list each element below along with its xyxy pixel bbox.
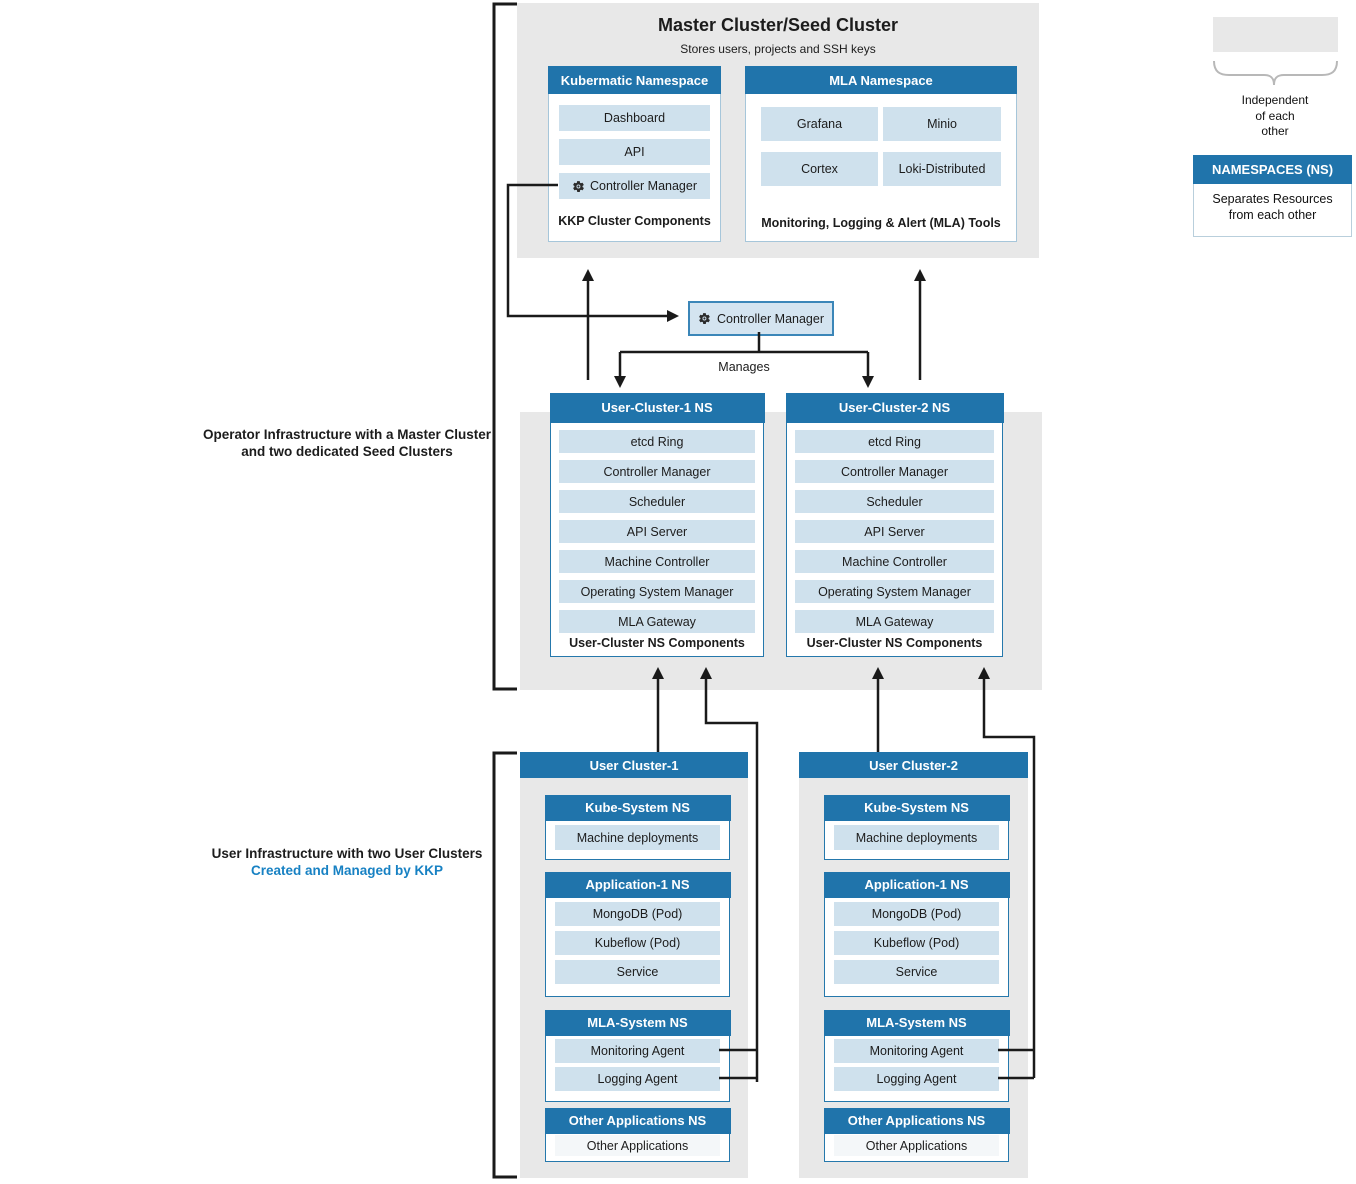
- user-bracket: [492, 751, 517, 1179]
- controller-manager-label: Controller Manager: [717, 311, 824, 326]
- ns-row: Machine Controller: [559, 550, 755, 573]
- component-row: Controller Manager: [559, 173, 710, 199]
- underbrace-icon: [1213, 60, 1338, 86]
- component-row: API: [559, 139, 710, 165]
- mla-system-ns-box: MLA-System NS Monitoring Agent Logging A…: [544, 1009, 731, 1102]
- namespace-row: Service: [834, 960, 999, 984]
- application-1-ns-header: Application-1 NS: [823, 871, 1010, 898]
- namespaces-legend-box: NAMESPACES (NS) Separates Resources from…: [1193, 155, 1352, 237]
- gear-icon: [572, 180, 585, 193]
- operator-bracket: [492, 2, 517, 691]
- ns-row: MLA Gateway: [795, 610, 994, 633]
- other-applications-ns-box: Other Applications NS Other Applications: [823, 1107, 1010, 1162]
- logging-agent-row: Logging Agent: [834, 1067, 999, 1091]
- mla-system-ns-box: MLA-System NS Monitoring Agent Logging A…: [823, 1009, 1010, 1102]
- kkp-components-label: KKP Cluster Components: [558, 214, 711, 228]
- user-caption: User Infrastructure with two User Cluste…: [187, 845, 507, 879]
- application-1-ns-box: Application-1 NS MongoDB (Pod) Kubeflow …: [544, 871, 731, 997]
- other-applications-ns-box: Other Applications NS Other Applications: [544, 1107, 731, 1162]
- namespace-row: Machine deployments: [834, 825, 999, 850]
- namespace-row: Kubeflow (Pod): [834, 931, 999, 955]
- mla-tile: Cortex: [761, 152, 878, 186]
- application-1-ns-box: Application-1 NS MongoDB (Pod) Kubeflow …: [823, 871, 1010, 997]
- ns-row: etcd Ring: [559, 430, 755, 453]
- ns-row: etcd Ring: [795, 430, 994, 453]
- ns-row: Scheduler: [559, 490, 755, 513]
- ns-row: API Server: [795, 520, 994, 543]
- namespace-row: MongoDB (Pod): [834, 902, 999, 926]
- component-row-label: Controller Manager: [590, 179, 697, 193]
- operator-caption: Operator Infrastructure with a Master Cl…: [202, 427, 492, 459]
- mla-system-ns-header: MLA-System NS: [544, 1009, 731, 1036]
- kubermatic-namespace-header: Kubermatic Namespace: [548, 66, 721, 94]
- mla-tools-label: Monitoring, Logging & Alert (MLA) Tools: [761, 216, 1001, 230]
- mla-namespace-box: MLA Namespace Grafana Minio Cortex Loki-…: [745, 66, 1017, 242]
- ns-row: Controller Manager: [795, 460, 994, 483]
- monitoring-agent-row: Monitoring Agent: [834, 1039, 999, 1063]
- namespace-row: Service: [555, 960, 720, 984]
- namespace-row: Other Applications: [834, 1135, 999, 1156]
- legend-swatch: [1213, 17, 1338, 52]
- user-cluster-1-ns-header: User-Cluster-1 NS: [549, 392, 765, 423]
- ns-row: Scheduler: [795, 490, 994, 513]
- independent-label: Independent of each other: [1241, 93, 1309, 138]
- user-caption-kkp: Created and Managed by KKP: [250, 863, 444, 878]
- mla-namespace-header: MLA Namespace: [745, 66, 1017, 94]
- mla-tile: Loki-Distributed: [883, 152, 1001, 186]
- master-subtitle: Stores users, projects and SSH keys: [680, 42, 876, 56]
- ns-row: Controller Manager: [559, 460, 755, 483]
- kube-system-ns-box: Kube-System NS Machine deployments: [544, 794, 731, 860]
- ns-row: Operating System Manager: [795, 580, 994, 603]
- namespace-row: Other Applications: [555, 1135, 720, 1156]
- namespace-row: Kubeflow (Pod): [555, 931, 720, 955]
- controller-manager-box: Controller Manager: [688, 301, 834, 336]
- user-cluster-2-ns-header: User-Cluster-2 NS: [785, 392, 1004, 423]
- user-cluster-2-ns-box: User-Cluster-2 NS etcd Ring Controller M…: [785, 392, 1004, 657]
- kube-system-ns-header: Kube-System NS: [823, 794, 1010, 821]
- ns-row: MLA Gateway: [559, 610, 755, 633]
- kube-system-ns-box: Kube-System NS Machine deployments: [823, 794, 1010, 860]
- user-cluster-2-header: User Cluster-2: [799, 752, 1028, 778]
- application-1-ns-header: Application-1 NS: [544, 871, 731, 898]
- mla-tile: Grafana: [761, 107, 878, 141]
- ns-footer: User-Cluster NS Components: [569, 636, 745, 650]
- ns-footer: User-Cluster NS Components: [806, 636, 983, 650]
- namespace-row: MongoDB (Pod): [555, 902, 720, 926]
- ns-row: Machine Controller: [795, 550, 994, 573]
- user-cluster-1-ns-box: User-Cluster-1 NS etcd Ring Controller M…: [549, 392, 765, 657]
- logging-agent-row: Logging Agent: [555, 1067, 720, 1091]
- ns-row: Operating System Manager: [559, 580, 755, 603]
- kubermatic-namespace-box: Kubermatic Namespace Dashboard API Contr…: [548, 66, 721, 242]
- monitoring-agent-row: Monitoring Agent: [555, 1039, 720, 1063]
- mla-system-ns-header: MLA-System NS: [823, 1009, 1010, 1036]
- master-title: Master Cluster/Seed Cluster: [657, 15, 899, 35]
- component-row: Dashboard: [559, 105, 710, 131]
- manages-label: Manages: [718, 360, 770, 374]
- namespace-row: Machine deployments: [555, 825, 720, 850]
- namespaces-legend-header: NAMESPACES (NS): [1193, 155, 1352, 184]
- gear-icon: [698, 312, 711, 325]
- other-applications-ns-header: Other Applications NS: [544, 1107, 731, 1134]
- other-applications-ns-header: Other Applications NS: [823, 1107, 1010, 1134]
- ns-row: API Server: [559, 520, 755, 543]
- kube-system-ns-header: Kube-System NS: [544, 794, 731, 821]
- namespaces-legend-body: Separates Resources from each other: [1212, 192, 1333, 222]
- user-cluster-1-header: User Cluster-1: [520, 752, 748, 778]
- mla-tile: Minio: [883, 107, 1001, 141]
